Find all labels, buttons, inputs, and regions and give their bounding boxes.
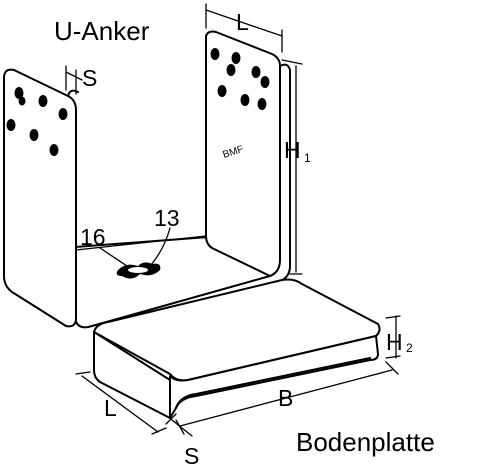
dim-L-bottom-line — [75, 371, 167, 435]
u-anker-left-wall-edge — [67, 89, 79, 97]
bodenplatte-bend — [175, 357, 371, 409]
label-dim-S-bottom: S — [184, 443, 199, 467]
bodenplatte-drawing — [93, 278, 381, 419]
dim-S-bottom-line — [165, 413, 193, 437]
bodenplatte-dimensions — [75, 315, 401, 437]
dim-H2-line — [385, 315, 401, 359]
u-anker-dimensions — [65, 3, 303, 275]
callout-16-leader — [99, 247, 131, 269]
bodenplatte-front-edge — [93, 331, 171, 419]
u-anker-left-holes — [6, 87, 68, 156]
u-anker-left-wall — [3, 68, 77, 328]
label-dim-H1: H — [284, 137, 301, 163]
label-dim-S-top: S — [82, 65, 97, 91]
u-anker-right-holes — [210, 48, 270, 110]
u-anker-drawing — [3, 30, 291, 333]
dim-H1-line — [281, 59, 303, 275]
label-dim-B: B — [278, 385, 293, 411]
label-dim-L-top: L — [236, 9, 249, 35]
label-dim-H2: H — [386, 329, 403, 355]
u-anker-inner-bend — [75, 235, 207, 251]
callout-13-label: 13 — [154, 205, 180, 231]
label-dim-H1-sub: 1 — [304, 151, 311, 165]
label-dim-H2-sub: 2 — [406, 341, 413, 355]
title-u-anker: U-Anker — [54, 16, 150, 46]
callout-16-label: 16 — [80, 224, 106, 250]
title-bodenplatte: Bodenplatte — [296, 427, 435, 457]
dim-S-top-line — [65, 65, 83, 95]
label-dim-L-bottom: L — [104, 395, 117, 421]
u-anker-slot-highlight — [128, 267, 148, 273]
callout-13-leader — [149, 227, 171, 267]
dim-L-top-line — [205, 3, 283, 53]
